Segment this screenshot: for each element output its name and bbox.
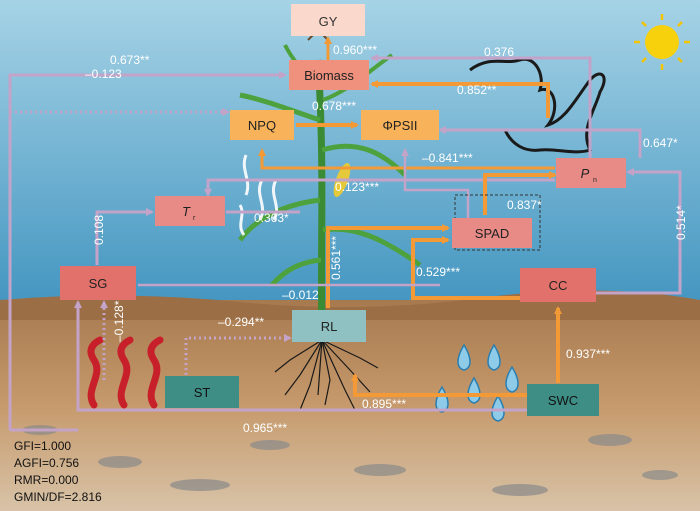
coef-st-bottom: 0.965*** (243, 421, 287, 435)
svg-text:CC: CC (549, 278, 568, 293)
node-swc: SWC (527, 384, 599, 416)
svg-text:SPAD: SPAD (475, 226, 509, 241)
node-phipsii: ΦPSII (361, 110, 439, 140)
coef-spad-npq: 0.123*** (335, 180, 379, 194)
coef-st-sg: –0.128* (112, 300, 126, 342)
coef-pn-biomass: 0.376 (484, 45, 514, 59)
roots-illustration (274, 339, 379, 411)
coef-cc-spad: 0.529*** (416, 265, 460, 279)
fit-agfi: AGFI=0.756 (14, 456, 79, 470)
soil-stones (22, 425, 678, 496)
fit-rmr: RMR=0.000 (14, 473, 79, 487)
coef-npq-phipsii: 0.678*** (312, 99, 356, 113)
node-rl: RL (292, 310, 366, 342)
node-st: ST (165, 376, 239, 408)
path-arrows (8, 36, 682, 432)
svg-text:ST: ST (194, 385, 211, 400)
node-biomass: Biomass (289, 60, 369, 90)
fit-gmin: GMIN/DF=2.816 (14, 490, 102, 504)
coef-sg-rl: –0.012 (282, 288, 319, 302)
model-fit-indices: GFI=1.000 AGFI=0.756 RMR=0.000 GMIN/DF=2… (14, 439, 102, 504)
transpiration-swirl-icon (238, 154, 279, 236)
coef-phipsii-biomass: 0.852** (457, 83, 497, 97)
coef-rl-spad: 0.561*** (329, 236, 343, 280)
svg-text:Biomass: Biomass (304, 68, 354, 83)
coef-spad-pn: 0.837* (507, 198, 542, 212)
svg-text:SG: SG (89, 276, 108, 291)
node-cc: CC (520, 268, 596, 302)
path-coefficient-labels: 0.960*** 0.673** –0.123 0.376 0.852** 0.… (85, 43, 688, 435)
coef-swc-rl: 0.895*** (362, 397, 406, 411)
coef-swc-cc: 0.937*** (566, 347, 610, 361)
heat-wave-icon (87, 336, 164, 409)
coef-cc-pn: 0.514* (674, 205, 688, 240)
svg-text:T: T (182, 204, 191, 219)
svg-text:n: n (593, 177, 597, 184)
node-pn: P n (556, 158, 626, 188)
svg-text:GY: GY (319, 14, 338, 29)
node-tr: T r (155, 196, 225, 226)
coef-pn-npq: –0.841*** (422, 151, 473, 165)
svg-text:r: r (193, 215, 196, 222)
svg-text:NPQ: NPQ (248, 118, 276, 133)
svg-text:SWC: SWC (548, 393, 578, 408)
coef-tr-rl: 0.363* (254, 211, 289, 225)
svg-text:P: P (581, 166, 590, 181)
coef-left-biomass: 0.673** (110, 53, 150, 67)
sun-icon (634, 14, 690, 70)
coef-biomass-gy: 0.960*** (333, 43, 377, 57)
coef-left-neg: –0.123 (85, 67, 122, 81)
node-sg: SG (60, 266, 136, 300)
node-spad: SPAD (452, 218, 532, 248)
coef-st-rl: –0.294** (218, 315, 264, 329)
fit-gfi: GFI=1.000 (14, 439, 71, 453)
coef-pn-phipsii: 0.647* (643, 136, 678, 150)
svg-text:ΦPSII: ΦPSII (383, 118, 418, 133)
node-gy: GY (291, 4, 365, 36)
node-npq: NPQ (230, 110, 294, 140)
coef-sg-tr: 0.108 (92, 215, 106, 245)
svg-text:RL: RL (321, 319, 338, 334)
